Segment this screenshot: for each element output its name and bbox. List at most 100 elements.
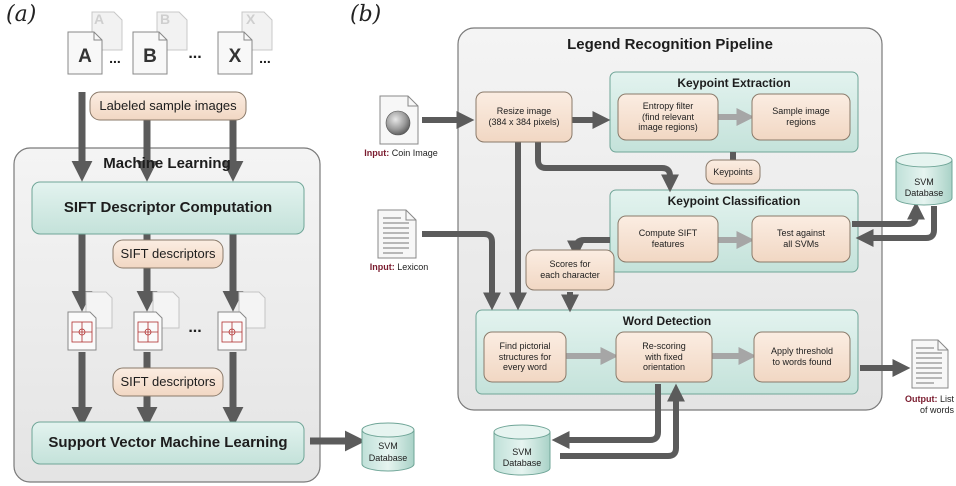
- svm-learning-box: [31, 421, 305, 465]
- labeled-samples-pill: [89, 91, 247, 121]
- sample-regions-line2: regions: [786, 117, 816, 127]
- descriptor-doc-1: [67, 291, 113, 351]
- output-prefix: Output:: [904, 394, 938, 404]
- test-svms-line1: Test against: [776, 228, 826, 239]
- threshold-box: [753, 331, 851, 383]
- word-detection-title: Word Detection: [622, 313, 712, 328]
- rescoring-line1: Re-scoring: [642, 340, 686, 351]
- panel-a-label: (a): [6, 2, 37, 27]
- sample-regions-line1: Sample image: [772, 106, 830, 117]
- svm-database-cylinder-top: [895, 152, 953, 206]
- ellipsis-a: ...: [109, 49, 121, 66]
- entropy-filter-box: [617, 93, 719, 141]
- entropy-label: Entropy filter (find relevant image regi…: [618, 94, 718, 140]
- find-structures-box: [483, 331, 567, 383]
- input-coin-label: Input: Coin Image: [356, 148, 446, 158]
- svm-database-cylinder-a: [361, 422, 415, 472]
- rescoring-label: Re-scoring with fixed orientation: [616, 332, 712, 382]
- keypoint-extraction-title: Keypoint Extraction: [677, 75, 791, 90]
- svm-learning-label: Support Vector Machine Learning: [48, 434, 288, 451]
- threshold-line1: Apply threshold: [770, 346, 834, 357]
- svm-database-cylinder-bottom: [493, 424, 551, 476]
- entropy-line2: (find relevant: [641, 111, 695, 122]
- input-lexicon-prefix: Input:: [369, 262, 395, 272]
- input-coin-prefix: Input:: [364, 148, 390, 158]
- arrow-resize-to-classification: [535, 140, 679, 193]
- resize-line2: (384 x 384 pixels): [488, 117, 560, 127]
- resize-line1: Resize image: [496, 106, 552, 117]
- sift-computation-label: SIFT Descriptor Computation: [63, 199, 273, 216]
- svm-db-a-line2: Database: [368, 452, 408, 463]
- threshold-line2: to words found: [772, 357, 832, 367]
- input-lexicon-text: Lexicon: [397, 262, 429, 272]
- scores-line1: Scores for: [549, 259, 591, 270]
- rescoring-box: [615, 331, 713, 383]
- doc-letter-a: A: [78, 45, 92, 67]
- coin-image-icon: [379, 95, 419, 145]
- scores-pill: [525, 249, 615, 291]
- output-text-2: of words: [919, 405, 954, 416]
- output-text-1: List: [939, 394, 954, 404]
- rescoring-line2: with fixed: [645, 351, 683, 362]
- test-svms-box: [751, 215, 851, 263]
- svm-db-bottom-line2: Database: [502, 457, 542, 468]
- input-lexicon-label: Input: Lexicon: [354, 262, 444, 272]
- doc-stack-a: A: [67, 11, 123, 75]
- find-structures-label: Find pictorial structures for every word: [484, 332, 566, 382]
- sift-descriptors-label-1: SIFT descriptors: [120, 246, 216, 262]
- sift-descriptors-pill-1: [112, 239, 224, 269]
- ellipsis-x: ...: [259, 49, 271, 66]
- machine-learning-title: Machine Learning: [103, 155, 231, 172]
- compute-sift-box: [617, 215, 719, 263]
- keypoints-pill: [705, 159, 761, 185]
- find-struct-line1: Find pictorial: [499, 340, 551, 351]
- compute-sift-line2: features: [651, 239, 685, 249]
- rescoring-line3: orientation: [642, 362, 686, 373]
- keypoint-classification-title: Keypoint Classification: [667, 193, 801, 208]
- sample-regions-label: Sample image regions: [752, 94, 850, 140]
- threshold-label: Apply threshold to words found: [754, 332, 850, 382]
- pipeline-title: Legend Recognition Pipeline: [567, 36, 773, 53]
- doc-stack-b: B: [132, 11, 188, 75]
- arrow-rescoring-to-svm-db: [551, 384, 661, 449]
- sample-regions-box: [751, 93, 851, 141]
- svg-text:B: B: [160, 11, 170, 27]
- svm-db-a-line1: SVM: [378, 440, 398, 451]
- resize-box: [475, 91, 573, 143]
- svm-db-bottom-line1: SVM: [512, 446, 532, 457]
- arrow-classification-to-scores: [567, 237, 610, 259]
- output-list-icon: [911, 339, 949, 389]
- descriptor-doc-3: [217, 291, 266, 351]
- doc-letter-x: X: [228, 45, 242, 67]
- entropy-line3: image regions): [638, 122, 698, 133]
- scores-line2: each character: [540, 270, 600, 280]
- doc-letter-b: B: [143, 45, 157, 67]
- arrow-test-to-svm-db: [852, 201, 925, 227]
- ellipsis-descriptors: ...: [188, 319, 202, 337]
- entropy-line1: Entropy filter: [642, 100, 694, 111]
- sift-computation-box: [31, 181, 305, 235]
- lexicon-icon: [377, 209, 417, 259]
- output-label: Output: List of words: [876, 394, 954, 417]
- svm-db-top-line2: Database: [904, 187, 944, 198]
- scores-label: Scores for each character: [526, 250, 614, 290]
- svg-text:A: A: [94, 11, 104, 27]
- labeled-samples-label: Labeled sample images: [99, 98, 237, 114]
- panel-b-label: (b): [350, 2, 382, 27]
- resize-label: Resize image (384 x 384 pixels): [476, 92, 572, 142]
- sift-descriptors-label-2: SIFT descriptors: [120, 374, 216, 390]
- keypoints-label: Keypoints: [713, 166, 753, 177]
- test-svms-line2: all SVMs: [783, 239, 819, 249]
- svm-db-top-line1: SVM: [914, 176, 934, 187]
- svg-text:X: X: [246, 11, 256, 27]
- compute-sift-label: Compute SIFT features: [618, 216, 718, 262]
- input-coin-text: Coin Image: [391, 148, 438, 158]
- doc-stack-x: X: [217, 11, 273, 75]
- ellipsis-b: ...: [188, 45, 202, 63]
- descriptor-doc-2: [133, 291, 180, 351]
- find-struct-line3: every word: [502, 362, 547, 373]
- arrow-svm-db-to-test: [855, 206, 937, 247]
- arrow-lexicon-to-word-detection: [422, 231, 501, 311]
